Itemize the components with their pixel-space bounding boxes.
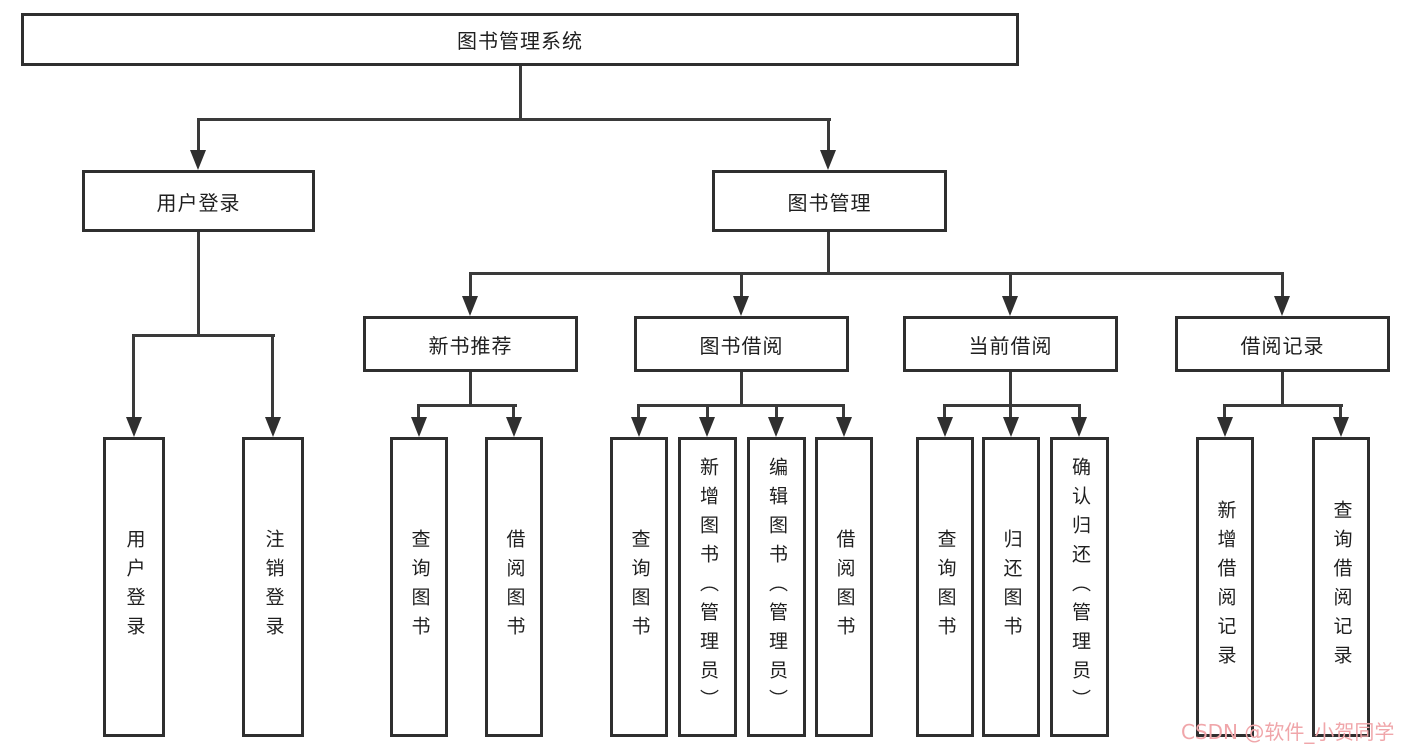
node-borrow-records: 借阅记录 xyxy=(1175,316,1390,372)
leaf-query-books-borrow: 查询图书 xyxy=(610,437,668,737)
connector-line xyxy=(512,404,515,419)
connector-line xyxy=(842,404,845,419)
connector-line xyxy=(469,372,472,407)
connector-line xyxy=(943,404,1081,407)
connector-line xyxy=(271,334,274,419)
arrowhead-down-icon xyxy=(1333,417,1349,437)
arrowhead-down-icon xyxy=(265,417,281,437)
arrowhead-down-icon xyxy=(733,296,749,316)
leaf-logout: 注销登录 xyxy=(242,437,304,737)
leaf-borrow-books-recommend: 借阅图书 xyxy=(485,437,543,737)
node-label: 用户登录 xyxy=(156,190,241,215)
arrowhead-down-icon xyxy=(631,417,647,437)
node-label: 图书管理 xyxy=(787,190,872,215)
arrowhead-down-icon xyxy=(1217,417,1233,437)
connector-line xyxy=(1223,404,1226,419)
connector-line xyxy=(1281,372,1284,407)
connector-line xyxy=(417,404,420,419)
arrowhead-down-icon xyxy=(768,417,784,437)
leaf-add-borrow-record: 新增借阅记录 xyxy=(1196,437,1254,737)
node-book-management: 图书管理 xyxy=(712,170,947,232)
connector-line xyxy=(469,272,472,298)
leaf-label: 查询图书 xyxy=(628,529,651,645)
connector-line xyxy=(1339,404,1342,419)
connector-line xyxy=(1223,404,1343,407)
leaf-query-borrow-record: 查询借阅记录 xyxy=(1312,437,1370,737)
arrowhead-down-icon xyxy=(1003,417,1019,437)
node-root: 图书管理系统 xyxy=(21,13,1019,66)
connector-line xyxy=(943,404,946,419)
connector-line xyxy=(706,404,709,419)
leaf-label: 注销登录 xyxy=(262,529,285,645)
arrowhead-down-icon xyxy=(126,417,142,437)
leaf-label: 借阅图书 xyxy=(503,529,526,645)
leaf-label: 确认归还（管理员） xyxy=(1069,456,1091,718)
connector-line xyxy=(1009,372,1012,407)
leaf-add-book-admin: 新增图书（管理员） xyxy=(678,437,737,737)
connector-line xyxy=(1009,404,1012,419)
connector-line xyxy=(1281,272,1284,298)
leaf-label: 查询借阅记录 xyxy=(1330,500,1353,674)
node-label: 图书管理系统 xyxy=(457,29,583,53)
connector-line xyxy=(197,118,200,154)
arrowhead-down-icon xyxy=(937,417,953,437)
connector-line xyxy=(775,404,778,419)
leaf-label: 归还图书 xyxy=(1000,529,1023,645)
connector-line xyxy=(417,404,517,407)
leaf-label: 编辑图书（管理员） xyxy=(766,456,788,718)
leaf-edit-book-admin: 编辑图书（管理员） xyxy=(747,437,806,737)
connector-line xyxy=(827,232,830,275)
arrowhead-down-icon xyxy=(1071,417,1087,437)
connector-line xyxy=(133,334,275,337)
connector-line xyxy=(1009,272,1012,298)
connector-line xyxy=(827,118,830,154)
arrowhead-down-icon xyxy=(820,150,836,170)
node-current-borrow: 当前借阅 xyxy=(903,316,1118,372)
connector-line xyxy=(1078,404,1081,419)
arrowhead-down-icon xyxy=(411,417,427,437)
connector-line xyxy=(740,272,743,298)
connector-line xyxy=(519,66,522,121)
arrowhead-down-icon xyxy=(1002,296,1018,316)
node-new-book-recommend: 新书推荐 xyxy=(363,316,578,372)
node-label: 借阅记录 xyxy=(1240,333,1325,358)
leaf-confirm-return-admin: 确认归还（管理员） xyxy=(1050,437,1109,737)
connector-line xyxy=(197,232,200,337)
arrowhead-down-icon xyxy=(1274,296,1290,316)
connector-line xyxy=(197,118,831,121)
leaf-user-login: 用户登录 xyxy=(103,437,165,737)
leaf-query-books-current: 查询图书 xyxy=(916,437,974,737)
leaf-label: 查询图书 xyxy=(408,529,431,645)
node-label: 图书借阅 xyxy=(699,333,784,358)
leaf-label: 新增借阅记录 xyxy=(1214,500,1237,674)
connector-line xyxy=(469,272,1284,275)
connector-line xyxy=(740,372,743,407)
leaf-query-books-recommend: 查询图书 xyxy=(390,437,448,737)
node-book-borrow: 图书借阅 xyxy=(634,316,849,372)
arrowhead-down-icon xyxy=(836,417,852,437)
arrowhead-down-icon xyxy=(190,150,206,170)
leaf-label: 查询图书 xyxy=(934,529,957,645)
node-label: 当前借阅 xyxy=(968,333,1053,358)
node-label: 新书推荐 xyxy=(428,333,513,358)
csdn-watermark: CSDN @软件_小贺同学 xyxy=(1181,720,1395,744)
leaf-return-book: 归还图书 xyxy=(982,437,1040,737)
arrowhead-down-icon xyxy=(462,296,478,316)
leaf-label: 借阅图书 xyxy=(833,529,856,645)
arrowhead-down-icon xyxy=(699,417,715,437)
connector-line xyxy=(637,404,640,419)
connector-line xyxy=(132,334,135,419)
node-user-login: 用户登录 xyxy=(82,170,315,232)
arrowhead-down-icon xyxy=(506,417,522,437)
connector-line xyxy=(637,404,845,407)
leaf-label: 新增图书（管理员） xyxy=(697,456,719,718)
leaf-label: 用户登录 xyxy=(123,529,146,645)
leaf-borrow-books: 借阅图书 xyxy=(815,437,873,737)
